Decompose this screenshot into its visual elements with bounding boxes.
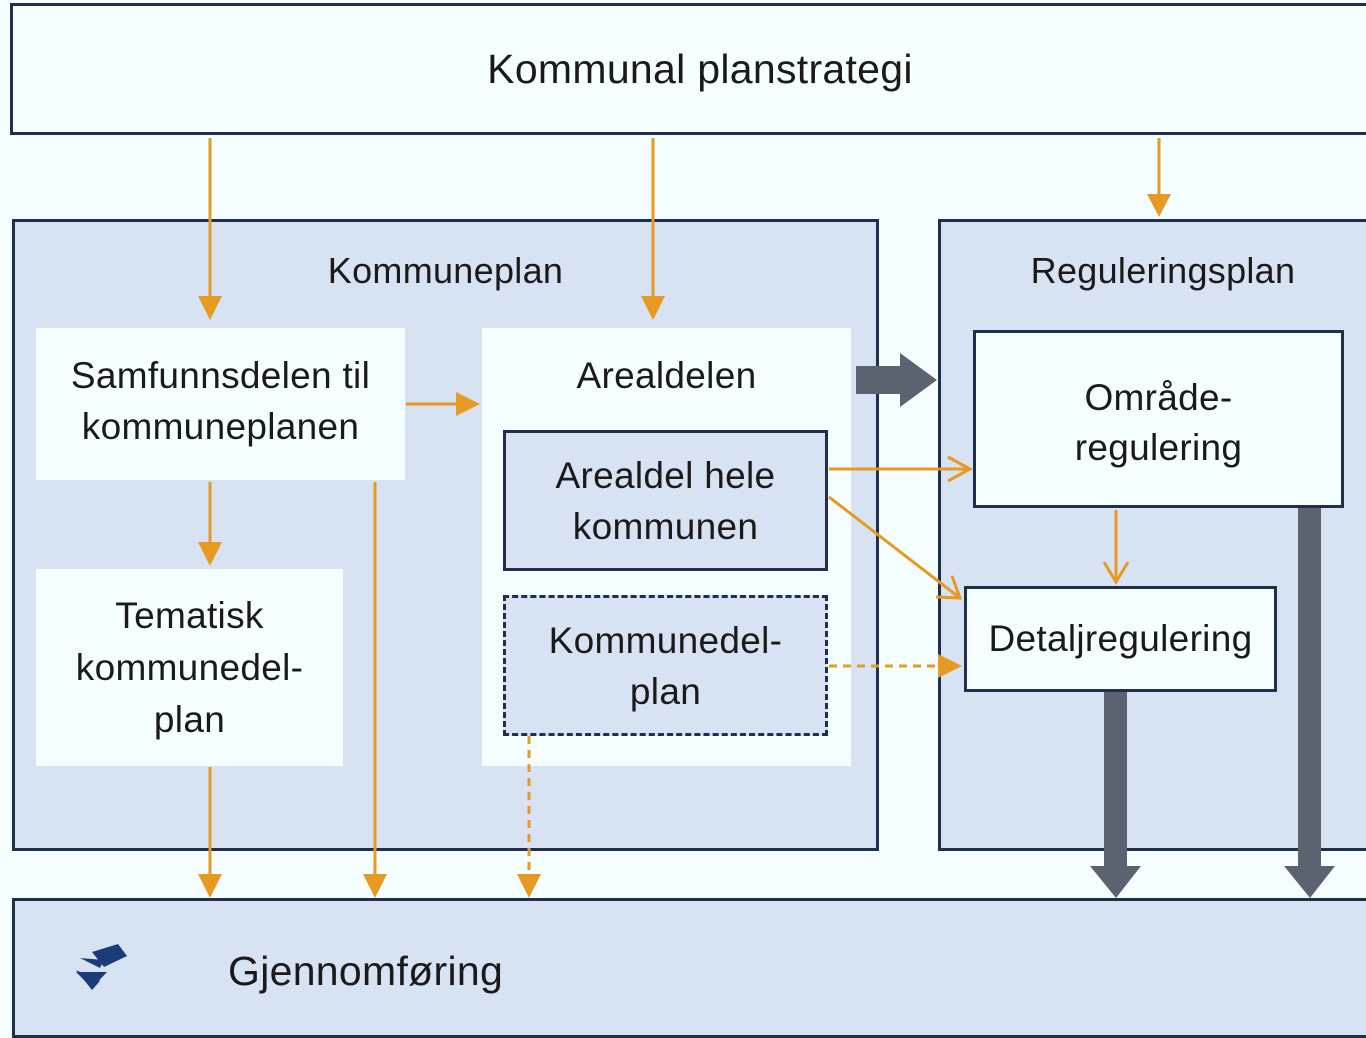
arrowhead [935,575,963,600]
arealdel-hele-line-2: kommunen [572,506,759,547]
detaljregulering-label: Detaljregulering [988,618,1253,659]
tematisk-line-2: kommunedel- [75,647,304,688]
arrowhead [198,296,222,320]
kommunal-planstrategi-label: Kommunal planstrategi [487,46,913,92]
arealdel-hele-kommunen-box [503,430,828,571]
detaljregulering-box [964,586,1277,692]
gjennomforing-panel [12,898,1366,1038]
gjennomforing-label: Gjennomføring [228,948,504,994]
samfunnsdelen-box [36,328,405,480]
kommunedelplan-line-2: plan [629,671,702,712]
samfunnsdelen-line-1: Samfunnsdelen til [70,355,371,396]
arrowhead [641,296,665,320]
arrowhead [517,874,541,898]
arrowhead [198,542,222,566]
reguleringsplan-panel [938,219,1366,851]
omrade-line-1: Område- [1084,377,1233,418]
arealdel-hele-line-1: Arealdel hele [555,455,776,496]
arrowhead [198,874,222,898]
kommuneplan-title: Kommuneplan [327,250,564,291]
omraderegulering-box [973,330,1344,508]
omrade-line-2: regulering [1074,427,1243,468]
tematisk-kommunedelplan-box [36,569,343,766]
orange-arrows [198,138,1171,898]
arrow-hele-detalj [828,495,961,600]
samfunnsdelen-line-2: kommuneplanen [81,406,360,447]
reguleringsplan-title: Reguleringsplan [1030,250,1296,291]
arrowhead [1102,561,1130,585]
arrowhead [938,654,962,678]
arrow-detalj-gjennomforing [1090,692,1141,898]
gray-arrows [856,353,1335,898]
arrowhead [947,455,974,483]
kommunedelplan-line-1: Kommunedel- [548,620,783,661]
arealdelen-title: Arealdelen [576,355,757,396]
checkmark-icon [76,944,127,990]
arrowhead [1147,194,1171,217]
tematisk-line-1: Tematisk [115,595,264,636]
kommunedelplan-box [503,595,828,736]
arrowhead [456,392,480,416]
kommunal-planstrategi-box [10,3,1366,135]
arrowhead [363,874,387,898]
arrow-arealdelen-reguleringsplan [856,353,937,407]
arrow-omrade-gjennomforing [1284,508,1335,898]
tematisk-line-3: plan [153,699,226,740]
orange-open-arrows [828,455,1130,600]
